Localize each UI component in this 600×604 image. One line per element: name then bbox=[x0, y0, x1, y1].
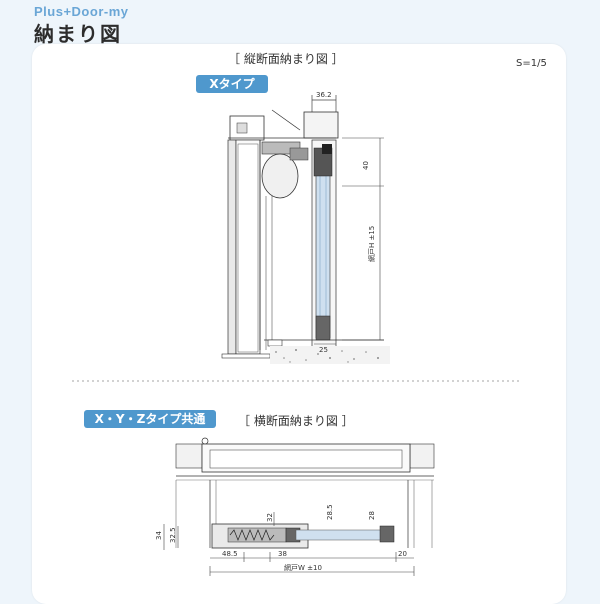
scale-label: S=1/5 bbox=[516, 58, 547, 69]
horizontal-section-heading: ［ 横断面納まり図 ］ bbox=[238, 414, 354, 428]
diagram-card bbox=[32, 44, 566, 604]
page-title: 納まり図 bbox=[34, 22, 122, 46]
brand-name: Plus+Door-my bbox=[34, 4, 129, 19]
vertical-section-heading: ［ 縦断面納まり図 ］ bbox=[228, 52, 344, 66]
xyz-type-badge: X・Y・Zタイプ共通 bbox=[84, 410, 216, 428]
x-type-badge: Xタイプ bbox=[196, 75, 268, 93]
